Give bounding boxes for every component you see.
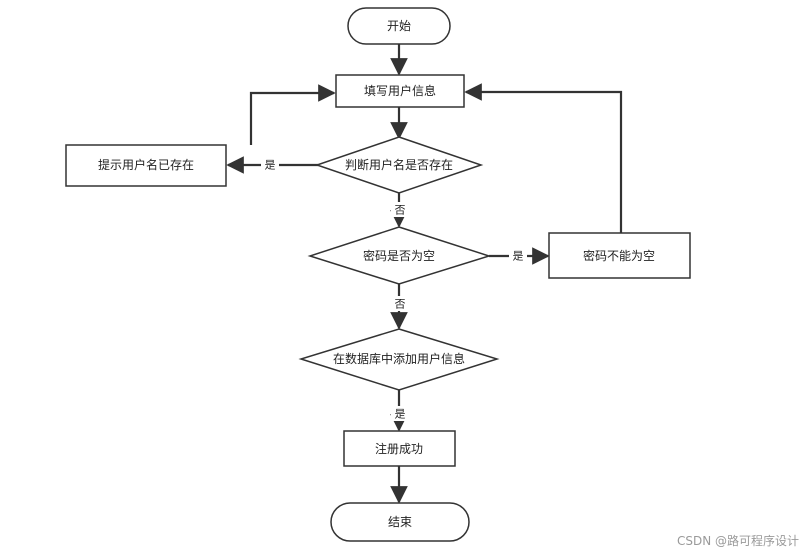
start-node xyxy=(347,7,451,45)
end-label: 结束 xyxy=(388,515,412,529)
end-node xyxy=(330,502,470,542)
check-username-node xyxy=(314,136,484,194)
password-no-label: 否 xyxy=(395,298,406,311)
username-yes-label: 是 xyxy=(265,159,276,172)
edge-empty-back-to-fill xyxy=(464,83,623,233)
password-yes-label: 是 xyxy=(513,250,524,263)
check-password-label: 密码是否为空 xyxy=(363,248,435,263)
register-success-label: 注册成功 xyxy=(375,441,423,456)
check-username-label: 判断用户名是否存在 xyxy=(345,157,453,172)
password-empty-label: 密码不能为空 xyxy=(583,248,655,263)
username-no-label: 否 xyxy=(395,204,406,217)
edge-exists-back-to-fill xyxy=(249,84,336,145)
start-label: 开始 xyxy=(387,19,411,33)
check-password-node xyxy=(307,226,492,285)
add-yes-label: 是 xyxy=(395,408,406,421)
add-to-db-node xyxy=(298,328,500,391)
password-empty-node xyxy=(548,232,691,279)
add-to-db-label: 在数据库中添加用户信息 xyxy=(333,351,465,366)
username-exists-label: 提示用户名已存在 xyxy=(98,157,194,172)
fill-info-label: 填写用户信息 xyxy=(364,83,436,98)
watermark: CSDN @路可程序设计 xyxy=(676,534,799,548)
fill-info-node xyxy=(335,74,465,108)
username-exists-node xyxy=(65,144,227,187)
register-success-node xyxy=(343,430,456,467)
